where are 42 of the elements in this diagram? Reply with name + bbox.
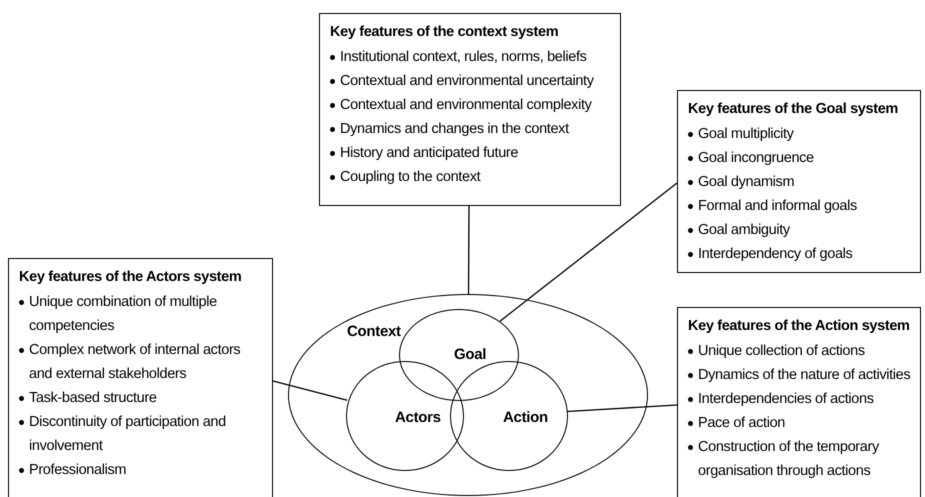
bullet-item: Task-based structure <box>29 390 157 406</box>
bullet-item: Contextual and environmental uncertainty <box>340 72 594 88</box>
bullet-item: Construction of the temporary organisation through actions <box>698 438 879 478</box>
feature-box <box>319 13 621 206</box>
connector-line <box>500 182 678 322</box>
system-circle <box>346 361 464 471</box>
bullet-item: Pace of action <box>698 414 785 430</box>
box-heading: Key features of the Action system <box>688 317 911 336</box>
bullet-item: Interdependencies of actions <box>698 390 874 406</box>
circle-label: Context <box>347 323 401 340</box>
bullet-item: Contextual and environmental complexity <box>340 96 592 112</box>
bullet-item: Discontinuity of participation and involvement <box>29 414 226 454</box>
bullet-item: Professionalism <box>29 462 126 478</box>
connector-line <box>468 206 470 294</box>
system-circle <box>399 309 519 401</box>
connector-line <box>272 380 348 401</box>
bullet-item: Dynamics and changes in the context <box>340 120 569 136</box>
feature-box <box>8 258 273 497</box>
bullet-item: Formal and informal goals <box>698 198 857 214</box>
box-heading: Key features of the Goal system <box>688 100 899 119</box>
circle-label: Actors <box>395 409 441 426</box>
system-ellipse <box>288 294 648 496</box>
bullet-item: Unique collection of actions <box>698 342 865 358</box>
bullet-item: Complex network of internal actors and external stakeholders <box>29 342 240 382</box>
bullet-item: Dynamics of the nature of activities <box>698 366 910 382</box>
box-heading: Key features of the context system <box>330 23 560 42</box>
circle-label: Action <box>503 409 548 426</box>
system-circle <box>450 361 568 471</box>
connector-line <box>566 404 678 412</box>
bullet-item: Unique combination of multiple competencies <box>29 294 217 334</box>
bullet-item: History and anticipated future <box>340 144 518 160</box>
bullet-item: Coupling to the context <box>340 168 480 184</box>
bullet-item: Goal incongruence <box>698 150 814 166</box>
feature-box <box>677 90 921 273</box>
bullet-item: Goal multiplicity <box>698 126 794 142</box>
bullet-item: Institutional context, rules, norms, beliefs <box>340 48 587 64</box>
bullet-item: Goal ambiguity <box>698 222 790 238</box>
circle-label: Goal <box>454 346 486 363</box>
bullet-item: Interdependency of goals <box>698 246 852 262</box>
feature-box <box>677 307 921 497</box>
bullet-item: Goal dynamism <box>698 174 794 190</box>
box-heading: Key features of the Actors system <box>19 268 242 287</box>
